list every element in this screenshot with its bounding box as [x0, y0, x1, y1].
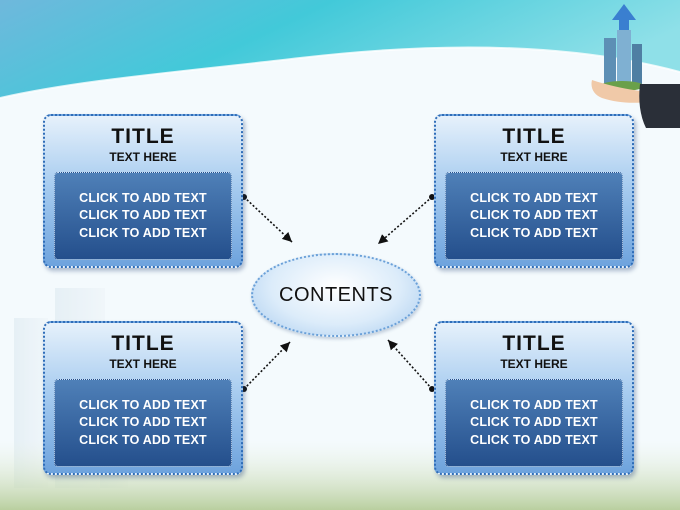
card-text-line: CLICK TO ADD TEXT [79, 190, 207, 205]
dotted-arrow-icon [387, 339, 435, 392]
card-top-left[interactable]: TITLE TEXT HERE CLICK TO ADD TEXT CLICK … [43, 114, 243, 268]
card-title: TITLE [111, 332, 175, 355]
card-bottom-left[interactable]: TITLE TEXT HERE CLICK TO ADD TEXT CLICK … [43, 321, 243, 475]
contents-ellipse[interactable]: CONTENTS [251, 253, 421, 337]
card-text-box[interactable]: CLICK TO ADD TEXT CLICK TO ADD TEXT CLIC… [54, 379, 232, 467]
card-title: TITLE [502, 125, 566, 148]
card-bottom-right[interactable]: TITLE TEXT HERE CLICK TO ADD TEXT CLICK … [434, 321, 634, 475]
card-title: TITLE [502, 332, 566, 355]
card-text-box[interactable]: CLICK TO ADD TEXT CLICK TO ADD TEXT CLIC… [54, 172, 232, 260]
card-text-box[interactable]: CLICK TO ADD TEXT CLICK TO ADD TEXT CLIC… [445, 379, 623, 467]
card-text-line: CLICK TO ADD TEXT [470, 432, 598, 447]
hand-holding-buildings-icon [591, 4, 680, 128]
card-text-line: CLICK TO ADD TEXT [470, 225, 598, 240]
card-text-line: CLICK TO ADD TEXT [470, 397, 598, 412]
card-subtitle: TEXT HERE [500, 150, 568, 164]
card-text-line: CLICK TO ADD TEXT [79, 225, 207, 240]
card-title: TITLE [111, 125, 175, 148]
card-top-right[interactable]: TITLE TEXT HERE CLICK TO ADD TEXT CLICK … [434, 114, 634, 268]
card-text-line: CLICK TO ADD TEXT [79, 415, 207, 430]
card-text-line: CLICK TO ADD TEXT [79, 208, 207, 223]
dotted-arrow-icon [377, 194, 435, 245]
card-text-line: CLICK TO ADD TEXT [470, 415, 598, 430]
card-subtitle: TEXT HERE [500, 357, 568, 371]
card-text-box[interactable]: CLICK TO ADD TEXT CLICK TO ADD TEXT CLIC… [445, 172, 623, 260]
dotted-arrow-icon [241, 194, 293, 243]
card-text-line: CLICK TO ADD TEXT [470, 208, 598, 223]
dotted-arrow-icon [241, 341, 291, 392]
card-text-line: CLICK TO ADD TEXT [79, 397, 207, 412]
card-subtitle: TEXT HERE [109, 150, 177, 164]
card-text-line: CLICK TO ADD TEXT [79, 432, 207, 447]
card-text-line: CLICK TO ADD TEXT [470, 190, 598, 205]
card-subtitle: TEXT HERE [109, 357, 177, 371]
contents-label: CONTENTS [279, 283, 393, 306]
